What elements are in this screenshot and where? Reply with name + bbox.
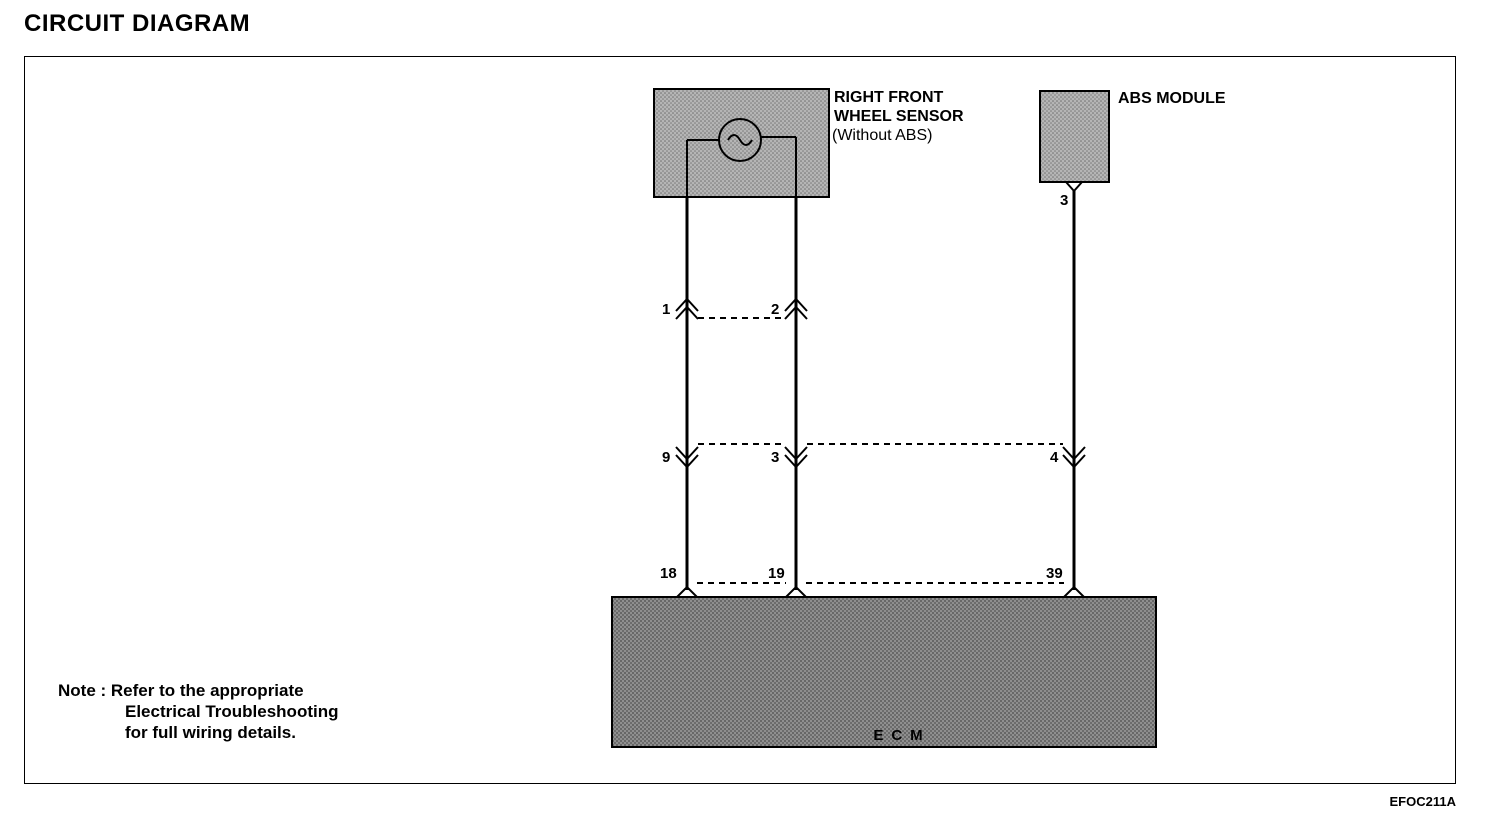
ecm-label: ECM — [873, 727, 930, 744]
connector-1 — [675, 297, 808, 320]
note-line1: Refer to the appropriate — [110, 681, 304, 700]
note-line3: for full wiring details. — [125, 723, 296, 742]
connector-2 — [675, 443, 1086, 469]
sensor-label-line2: WHEEL SENSOR — [834, 108, 964, 125]
wheel-sensor-box — [653, 88, 830, 198]
note-prefix: Note : — [58, 681, 107, 700]
pin-ecm-19: 19 — [768, 565, 785, 582]
abs-module-box — [1039, 90, 1110, 183]
sensor-label-line1: RIGHT FRONT — [834, 89, 944, 106]
pin-connector2-9: 9 — [662, 449, 670, 466]
pin-connector1-2: 2 — [771, 301, 779, 318]
abs-module-label: ABS MODULE — [1118, 90, 1226, 107]
pin-ecm-18: 18 — [660, 565, 677, 582]
pin-abs-3: 3 — [1060, 192, 1068, 209]
sensor-label-line3: (Without ABS) — [832, 127, 932, 144]
note-line2: Electrical Troubleshooting — [125, 702, 339, 721]
pin-ecm-39: 39 — [1046, 565, 1063, 582]
note-block: Note : Refer to the appropriate Electric… — [58, 680, 338, 743]
diagram-frame — [24, 56, 1456, 784]
page-title: CIRCUIT DIAGRAM — [24, 10, 251, 37]
ecm-pin-markers — [676, 582, 1085, 598]
pin-connector2-4: 4 — [1050, 449, 1059, 466]
ecm-box — [611, 596, 1157, 748]
figure-code: EFOC211A — [1389, 794, 1456, 809]
pin-connector2-3: 3 — [771, 449, 779, 466]
pin-connector1-1: 1 — [662, 301, 670, 318]
